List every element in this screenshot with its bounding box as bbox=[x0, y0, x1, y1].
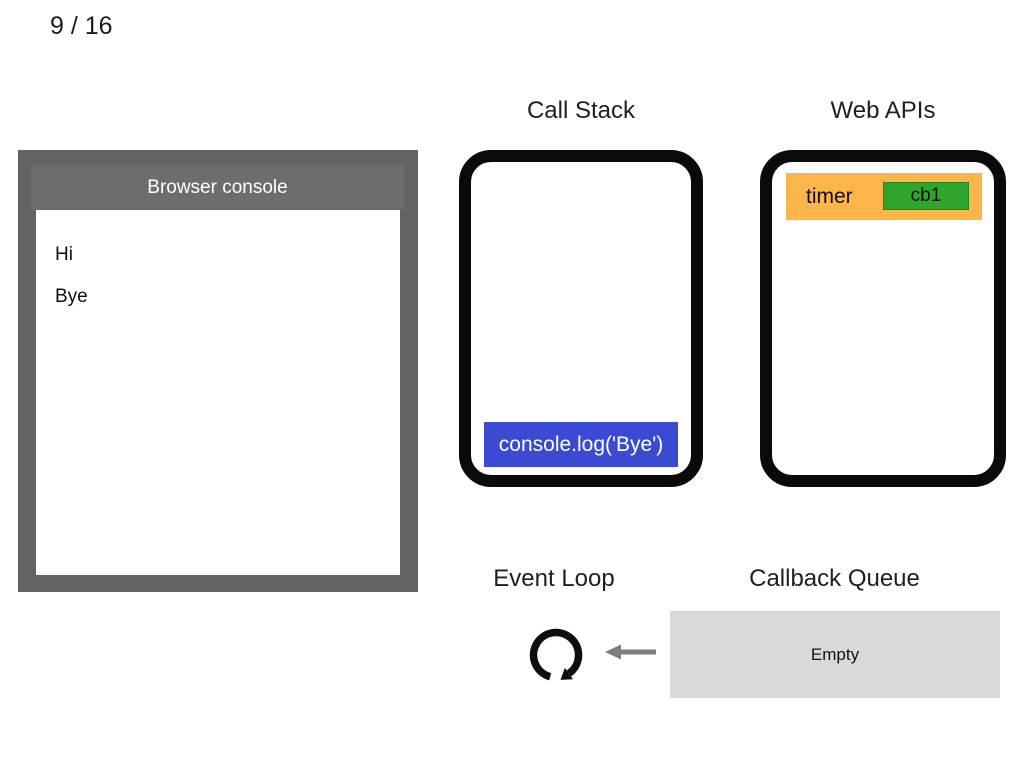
event-loop-title: Event Loop bbox=[493, 565, 615, 592]
browser-console-output: Hi Bye bbox=[36, 210, 400, 575]
web-apis-box: timer cb1 bbox=[760, 150, 1006, 487]
loop-arrow-icon bbox=[529, 628, 583, 681]
call-stack-frame: console.log('Bye') bbox=[484, 422, 678, 467]
web-apis-title: Web APIs bbox=[830, 97, 936, 124]
call-stack-title: Call Stack bbox=[526, 97, 636, 124]
browser-console-panel: Browser console Hi Bye bbox=[18, 150, 418, 592]
callback-queue-title: Callback Queue bbox=[749, 565, 920, 592]
console-log-line: Bye bbox=[55, 286, 88, 307]
timer-task-bar: timer cb1 bbox=[786, 173, 982, 220]
left-arrow-icon bbox=[605, 644, 656, 660]
callback-chip: cb1 bbox=[883, 182, 969, 210]
timer-task-label: timer bbox=[806, 185, 853, 208]
console-log-line: Hi bbox=[55, 244, 73, 265]
call-stack-box: console.log('Bye') bbox=[459, 150, 703, 487]
queue-empty-label: Empty bbox=[810, 644, 860, 664]
callback-queue-box: Empty bbox=[670, 611, 1000, 698]
browser-console-title: Browser console bbox=[31, 165, 404, 210]
page-indicator: 9 / 16 bbox=[50, 12, 113, 40]
